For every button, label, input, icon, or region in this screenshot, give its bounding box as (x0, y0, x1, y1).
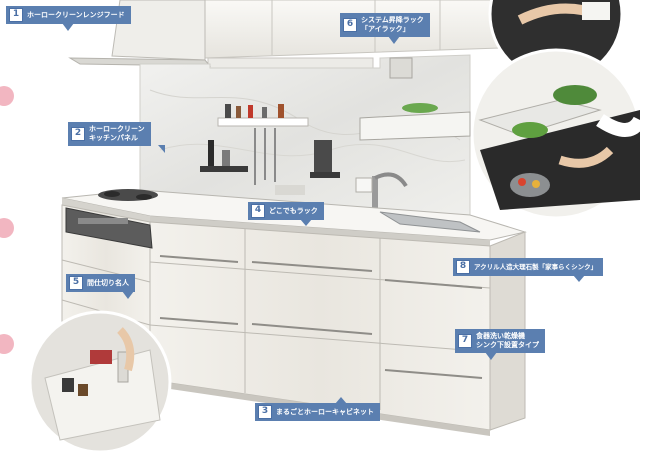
callout-number: 8 (456, 260, 470, 274)
callout-label: システム昇降ラック (361, 16, 424, 24)
callout-range-hood: 1 ホーロークリーンレンジフード (6, 6, 131, 31)
callout-label: ホーロークリーンレンジフード (27, 10, 125, 19)
side-marker (0, 218, 14, 238)
callout-label: キッチンパネル (89, 133, 138, 142)
side-marker (0, 86, 14, 106)
callout-number: 3 (258, 405, 272, 419)
callout-number: 7 (458, 333, 472, 348)
inset-drawer-photo (28, 310, 172, 454)
callout-number: 4 (251, 204, 265, 218)
callout-acrylic-sink: 8 アクリル人造大理石製「家事らくシンク」 (453, 258, 604, 282)
faucet (355, 172, 408, 216)
inset-sink-photo (470, 48, 646, 220)
callout-kitchen-panel: 2 ホーロークリーン キッチンパネル (68, 122, 165, 152)
callout-dishwasher: 7 食器洗い乾燥機 シンク下設置タイプ (455, 329, 545, 359)
callout-label: どこでもラック (269, 206, 318, 215)
callout-label: ホーロークリーン (89, 125, 145, 133)
lift-rack (359, 57, 471, 141)
side-marker (0, 334, 14, 354)
callout-number: 6 (343, 17, 357, 32)
callout-label: 間仕切り名人 (87, 278, 129, 287)
callout-label: まるごとホーローキャビネット (276, 407, 374, 416)
wall-racks (200, 104, 340, 185)
callout-lift-rack: 6 システム昇降ラック 「アイラック」 (340, 13, 430, 43)
callout-label: 「アイラック」 (361, 24, 410, 33)
callout-label: アクリル人造大理石製「家事らくシンク」 (474, 262, 598, 271)
callout-enamel-cabinet: 3 まるごとホーローキャビネット (255, 397, 380, 421)
callout-number: 2 (71, 126, 85, 141)
callout-label: シンク下設置タイプ (476, 340, 539, 349)
callout-number: 5 (69, 276, 83, 290)
callout-number: 1 (9, 8, 23, 22)
callout-label: 食器洗い乾燥機 (476, 332, 525, 340)
callout-divider: 5 間仕切り名人 (66, 274, 135, 299)
callout-anywhere-rack: 4 どこでもラック (248, 202, 324, 226)
